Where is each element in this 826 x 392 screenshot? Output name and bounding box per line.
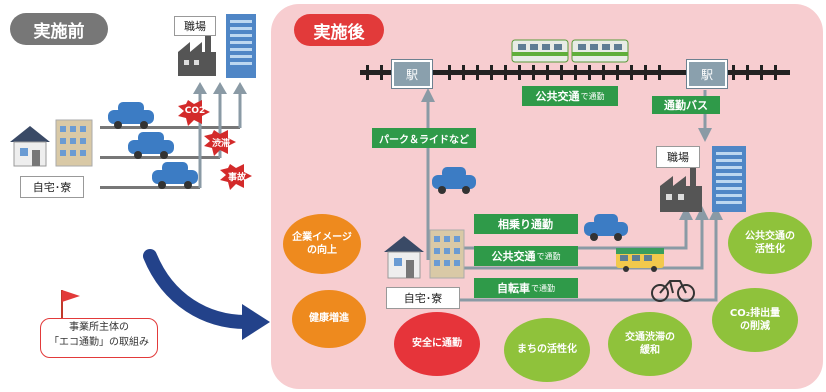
office-building-icon: [712, 146, 746, 212]
benefit-corporate-image: 企業イメージ の向上: [283, 214, 361, 274]
benefit-congestion-relief: 交通渋滞の 緩和: [608, 312, 692, 376]
car-icon: [152, 162, 198, 189]
before-title: 実施前: [10, 13, 108, 45]
bicycle-icon: [651, 280, 695, 302]
benefit-safe-commute: 安全に通勤: [394, 312, 480, 376]
after-home-label: 自宅･寮: [386, 287, 460, 309]
benefit-health: 健康増進: [292, 290, 366, 348]
flag-icon: [61, 290, 80, 318]
apartment-icon: [429, 229, 465, 279]
car-icon: [108, 102, 154, 129]
station-right: 駅: [687, 60, 727, 88]
burst-icon: [178, 100, 210, 126]
bus-icon: [616, 248, 664, 272]
house-icon: [384, 236, 424, 279]
before-home-label: 自宅･寮: [20, 176, 84, 198]
factory-icon: [660, 166, 702, 212]
car-icon: [432, 167, 476, 194]
park-and-ride-label: パーク＆ライドなど: [372, 128, 476, 148]
burst-icon: [220, 164, 252, 190]
commuter-bus-label: 通勤バス: [652, 96, 720, 114]
mode-public-transit-label: 公共交通で通勤: [474, 246, 578, 266]
station-left: 駅: [392, 60, 432, 88]
after-title: 実施後: [294, 14, 384, 46]
burst-co2-label: CO2: [184, 106, 206, 116]
car-icon: [128, 132, 174, 159]
transition-arrow: [143, 249, 253, 329]
burst-icon: [204, 130, 236, 156]
mode-carpool-label: 相乗り通勤: [474, 214, 578, 234]
benefit-public-transit-revitalization: 公共交通の 活性化: [728, 212, 812, 274]
office-building-icon: [226, 14, 256, 78]
callout-line-1: 事業所主体の: [69, 322, 129, 333]
before-scene: [10, 14, 256, 190]
benefit-town-revitalization: まちの活性化: [504, 318, 590, 382]
burst-congestion-label: 渋滞: [211, 138, 230, 149]
apartment-icon: [55, 119, 93, 167]
train-icon: [511, 39, 629, 63]
callout-line-2: 「エコ通勤」の取組み: [49, 336, 149, 348]
after-workplace-label: 職場: [656, 146, 700, 168]
factory-icon: [178, 34, 216, 76]
house-icon: [10, 126, 50, 167]
railway-track: [360, 65, 790, 80]
before-workplace-label: 職場: [174, 16, 216, 36]
car-icon: [584, 214, 628, 241]
burst-accident-label: 事故: [227, 172, 246, 183]
public-transit-label: 公共交通で通勤: [522, 86, 618, 106]
eco-commute-callout: 事業所主体の 「エコ通勤」の取組み: [40, 318, 158, 358]
benefit-co2-reduction: CO₂排出量 の削減: [712, 288, 798, 352]
mode-bicycle-label: 自転車で通勤: [474, 278, 578, 298]
